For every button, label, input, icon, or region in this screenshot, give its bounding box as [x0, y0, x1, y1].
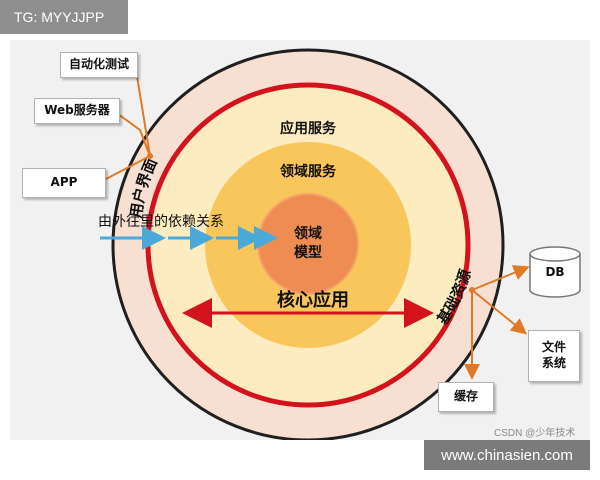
domain-model-core: [257, 193, 359, 295]
db-label: DB: [545, 265, 564, 279]
automation-test-box: 自动化测试: [60, 52, 138, 78]
app-box: APP: [22, 168, 106, 198]
domain-model-label-1: 领域: [294, 225, 322, 242]
filesystem-label-1: 文件: [541, 340, 566, 355]
core-app-label: 核心应用: [277, 289, 349, 311]
domain-services-label: 领域服务: [280, 163, 337, 180]
onion-diagram: 用户界面 基础资源 应用服务 领域服务 领域 模型 核心应用 由外往里的依赖关系: [98, 48, 581, 442]
csdn-credit: CSDN @少年技术: [494, 428, 576, 439]
filesystem-box: 文件 系统: [528, 330, 580, 382]
db-cylinder-icon: [529, 246, 581, 298]
connector-app: [103, 155, 151, 181]
domain-model-label-2: 模型: [294, 244, 322, 261]
watermark-bar: www.chinasien.com: [424, 440, 590, 470]
filesystem-label-2: 系统: [541, 356, 566, 370]
dependency-note: 由外往里的依赖关系: [98, 214, 224, 230]
diagram-canvas: 用户界面 基础资源 应用服务 领域服务 领域 模型 核心应用 由外往里的依赖关系: [10, 40, 590, 442]
app-services-label: 应用服务: [280, 120, 337, 137]
connector-filesystem: [471, 289, 528, 335]
web-server-box: Web服务器: [34, 98, 120, 124]
connector-db: [471, 265, 530, 291]
channel-tag: TG: MYYJJPP: [0, 0, 128, 34]
connector-web-server: [117, 113, 151, 157]
cache-box: 缓存: [438, 382, 494, 412]
